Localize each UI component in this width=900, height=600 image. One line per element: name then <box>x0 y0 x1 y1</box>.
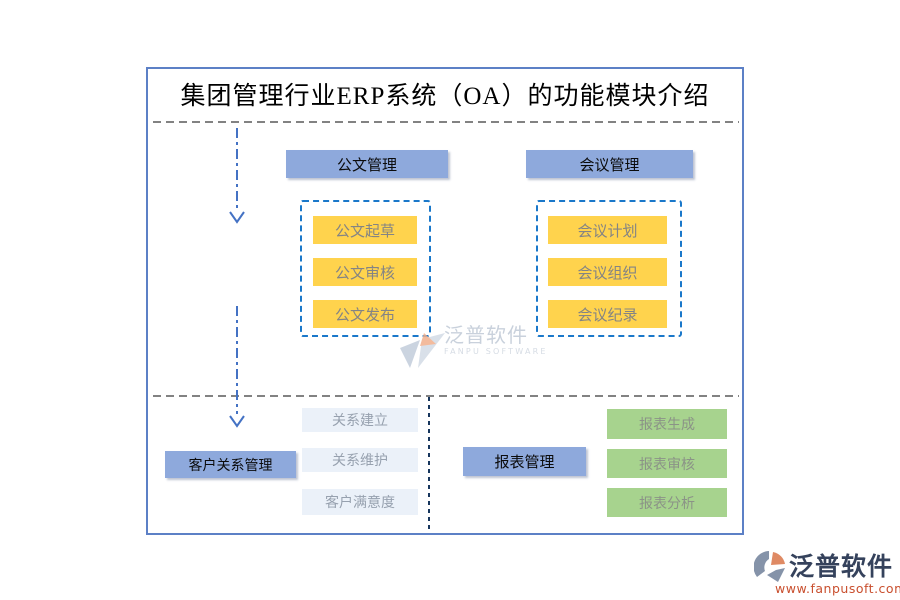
watermark: 泛普软件 FANPU SOFTWARE <box>444 325 564 356</box>
diagram-frame <box>146 67 744 535</box>
watermark-logo-icon <box>400 333 445 368</box>
module-header-document-mgmt: 公文管理 <box>286 150 448 178</box>
module-header-crm: 客户关系管理 <box>165 451 296 478</box>
fanpu-logo-icon <box>754 551 785 582</box>
module-item: 公文审核 <box>313 258 417 286</box>
module-item: 报表生成 <box>607 409 727 439</box>
module-container-meeting-mgmt <box>536 200 682 337</box>
module-item: 会议纪录 <box>548 300 667 328</box>
watermark-subtitle: FANPU SOFTWARE <box>444 347 548 356</box>
module-item: 公文起草 <box>313 216 417 244</box>
module-item: 报表分析 <box>607 488 727 517</box>
module-item: 关系建立 <box>302 408 418 432</box>
separator-middle <box>153 395 739 397</box>
module-header-meeting-mgmt: 会议管理 <box>526 150 693 178</box>
module-item: 公文发布 <box>313 300 417 328</box>
divider-vertical <box>428 397 430 531</box>
module-container-document-mgmt <box>300 200 431 337</box>
footer-logo-name: 泛普软件 <box>789 554 894 581</box>
module-item: 报表审核 <box>607 449 727 478</box>
module-header-report-mgmt: 报表管理 <box>463 447 586 476</box>
watermark-name: 泛普软件 <box>444 323 528 347</box>
separator-top <box>153 121 739 123</box>
module-item: 客户满意度 <box>302 489 418 515</box>
footer-logo-url: www.fanpusoft.com <box>775 581 900 596</box>
page-title: 集团管理行业ERP系统（OA）的功能模块介绍 <box>180 83 710 110</box>
module-item: 会议组织 <box>548 258 667 286</box>
module-item: 关系维护 <box>302 448 418 472</box>
module-item: 会议计划 <box>548 216 667 244</box>
